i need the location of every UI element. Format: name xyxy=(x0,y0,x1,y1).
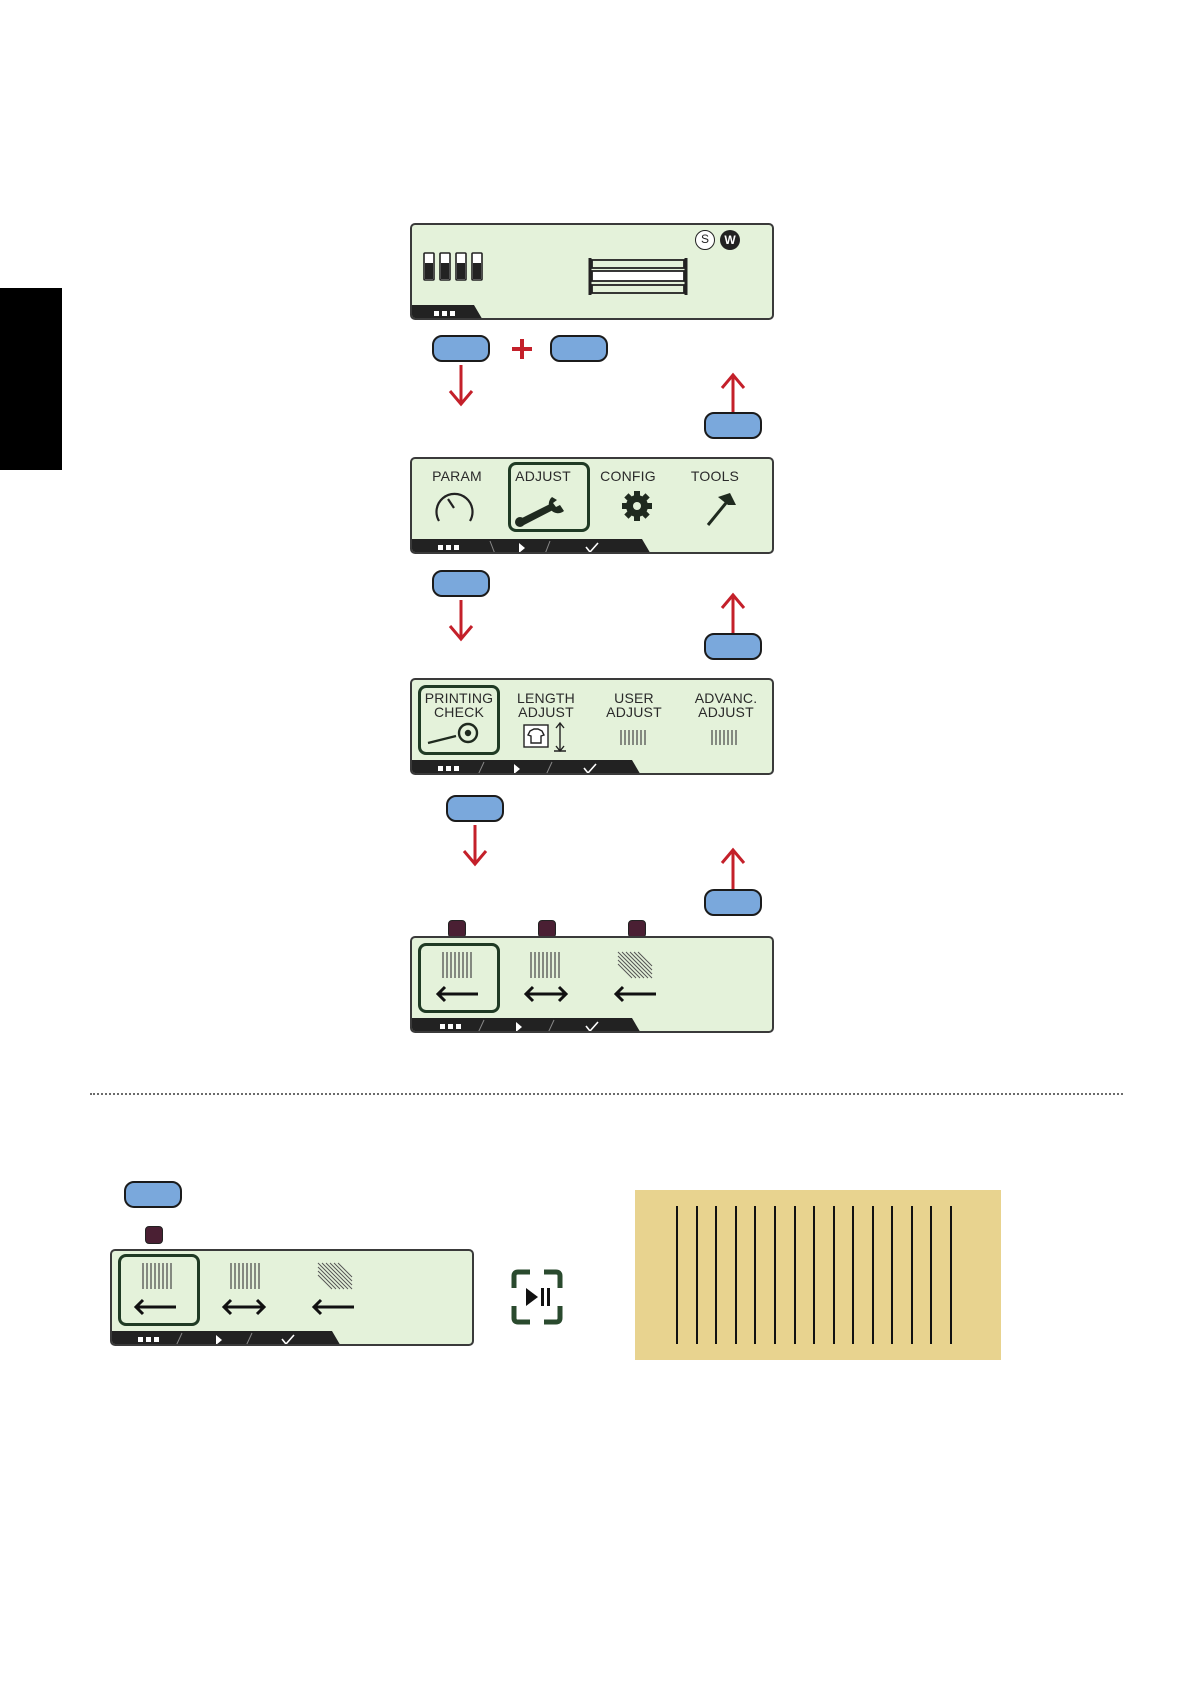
diagonal-pattern-icon xyxy=(318,1263,352,1289)
softkey-bar xyxy=(412,305,484,320)
ink-cartridges-icon xyxy=(424,253,482,280)
panel-key-back-1[interactable] xyxy=(704,412,762,439)
diagonal-pattern-icon xyxy=(618,952,652,978)
main-menu-graphics xyxy=(412,459,774,554)
arrow-left-icon xyxy=(136,1300,176,1314)
status-w-badge: W xyxy=(720,230,740,250)
arrow-up-icon xyxy=(718,370,748,416)
hammer-icon xyxy=(708,493,736,525)
dots-icon xyxy=(434,311,455,316)
arrow-both-icon xyxy=(224,1300,264,1314)
arrow-left-icon xyxy=(616,987,656,1001)
panel-key-back-3[interactable] xyxy=(704,889,762,916)
printing-check-graphics xyxy=(412,938,774,1033)
dots-icon xyxy=(438,766,459,771)
panel-key-enter-1[interactable] xyxy=(432,570,490,597)
nozzle-pattern-icon xyxy=(531,952,559,978)
printing-check-icon xyxy=(428,724,477,743)
printing-check-graphics xyxy=(112,1251,474,1346)
section-divider xyxy=(90,1093,1123,1095)
dots-icon xyxy=(438,545,459,550)
side-chapter-tab xyxy=(0,288,62,470)
nozzle-pattern-icon xyxy=(231,1263,259,1289)
arrow-down-icon xyxy=(446,598,476,644)
arrow-both-icon xyxy=(526,987,566,1001)
dots-icon xyxy=(440,1024,461,1029)
lcd-home-screen: S W xyxy=(410,223,774,320)
softkey-bar xyxy=(412,1018,642,1033)
lcd-printing-check-bottom xyxy=(110,1249,474,1346)
nozzle-pattern-icon xyxy=(443,952,471,978)
panel-key-enter-2[interactable] xyxy=(446,795,504,822)
gear-icon xyxy=(622,491,652,521)
nozzle-check-lines xyxy=(635,1190,1001,1360)
user-adjust-pattern-icon xyxy=(621,730,645,745)
status-s-badge: S xyxy=(695,230,715,250)
lcd-adjust-menu: PRINTING CHECK LENGTH ADJUST USER ADJUST… xyxy=(410,678,774,775)
gauge-icon xyxy=(437,494,473,521)
arrow-down-icon xyxy=(460,823,490,869)
play-pause-icon[interactable] xyxy=(508,1268,566,1326)
nozzle-check-sample xyxy=(635,1190,1001,1360)
advanced-adjust-pattern-icon xyxy=(712,730,736,745)
platen-icon xyxy=(590,258,686,295)
dots-icon xyxy=(138,1337,159,1342)
panel-key-b[interactable] xyxy=(550,335,608,362)
panel-key-enter-3[interactable] xyxy=(124,1181,182,1208)
plus-icon xyxy=(510,337,534,361)
panel-key-back-2[interactable] xyxy=(704,633,762,660)
panel-key-a[interactable] xyxy=(432,335,490,362)
tshirt-length-icon xyxy=(524,723,566,751)
lcd-main-menu: PARAM ADJUST CONFIG TOOLS xyxy=(410,457,774,554)
wrench-icon xyxy=(515,497,564,527)
adjust-menu-graphics xyxy=(412,680,774,775)
arrow-left-icon xyxy=(314,1300,354,1314)
lcd-printing-check xyxy=(410,936,774,1033)
status-s-label: S xyxy=(701,232,709,246)
arrow-up-icon xyxy=(718,845,748,891)
arrow-up-icon xyxy=(718,590,748,636)
option-marker-selected xyxy=(145,1226,163,1244)
arrow-left-icon xyxy=(438,987,478,1001)
nozzle-pattern-icon xyxy=(143,1263,171,1289)
status-w-label: W xyxy=(724,233,735,247)
arrow-down-icon xyxy=(446,363,476,409)
